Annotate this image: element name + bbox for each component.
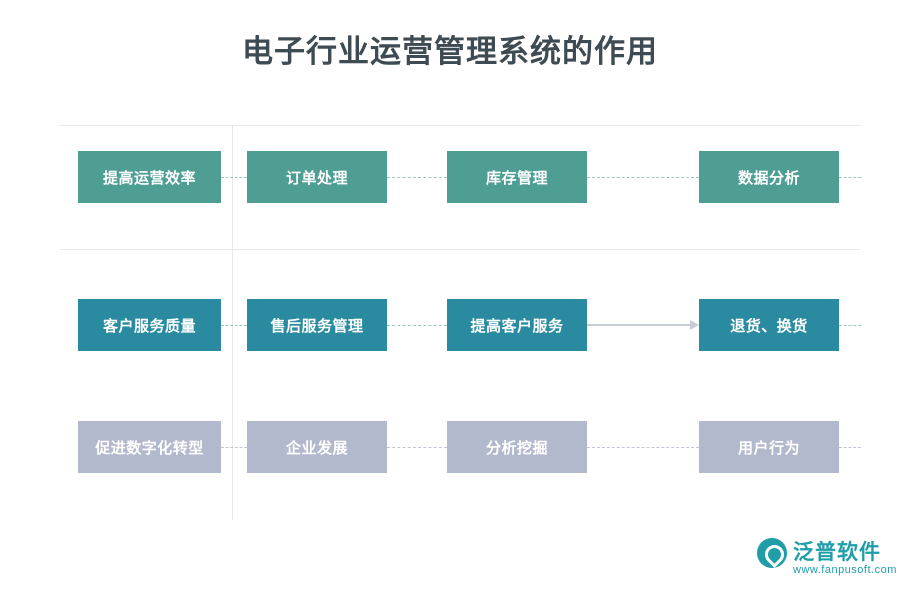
logo-name: 泛普软件 bbox=[793, 541, 881, 564]
node-label: 用户行为 bbox=[737, 439, 800, 457]
connector-row3-d bbox=[839, 447, 861, 448]
connector-row1-a bbox=[221, 177, 247, 178]
divider-top bbox=[60, 125, 860, 126]
node-row2-col1[interactable]: 客户服务质量 bbox=[78, 299, 221, 351]
arrow-row2-head-icon bbox=[690, 320, 699, 330]
node-label: 提高运营效率 bbox=[102, 169, 196, 187]
connector-row3-b bbox=[387, 447, 447, 448]
node-row1-col2[interactable]: 订单处理 bbox=[247, 151, 387, 203]
node-row2-col3[interactable]: 提高客户服务 bbox=[447, 299, 587, 351]
node-row2-col2[interactable]: 售后服务管理 bbox=[247, 299, 387, 351]
divider-middle bbox=[60, 249, 860, 250]
connector-row3-a bbox=[221, 447, 247, 448]
connector-row1-d bbox=[839, 177, 861, 178]
connector-row3-c bbox=[587, 447, 699, 448]
node-label: 退货、换货 bbox=[730, 317, 808, 335]
connector-row1-c bbox=[587, 177, 699, 178]
node-label: 数据分析 bbox=[737, 169, 800, 187]
divider-vertical bbox=[232, 125, 233, 520]
node-label: 客户服务质量 bbox=[102, 317, 196, 335]
connector-row2-a bbox=[221, 325, 247, 326]
logo-url: www.fanpusoft.com bbox=[793, 564, 897, 576]
node-row2-col4[interactable]: 退货、换货 bbox=[699, 299, 839, 351]
brand-logo: 泛普软件 www.fanpusoft.com bbox=[757, 536, 896, 584]
node-row3-col4[interactable]: 用户行为 bbox=[699, 421, 839, 473]
connector-row2-b bbox=[387, 325, 447, 326]
node-label: 订单处理 bbox=[285, 169, 348, 187]
connector-row1-b bbox=[387, 177, 447, 178]
node-row3-col2[interactable]: 企业发展 bbox=[247, 421, 387, 473]
logo-leaf-icon bbox=[757, 538, 787, 568]
node-label: 提高客户服务 bbox=[470, 317, 564, 335]
node-label: 分析挖掘 bbox=[485, 439, 548, 457]
node-row1-col3[interactable]: 库存管理 bbox=[447, 151, 587, 203]
page-title: 电子行业运营管理系统的作用 bbox=[242, 34, 658, 69]
node-row3-col3[interactable]: 分析挖掘 bbox=[447, 421, 587, 473]
node-label: 促进数字化转型 bbox=[95, 439, 204, 457]
connector-row2-d bbox=[839, 325, 861, 326]
node-row1-col1[interactable]: 提高运营效率 bbox=[78, 151, 221, 203]
node-row3-col1[interactable]: 促进数字化转型 bbox=[78, 421, 221, 473]
node-label: 库存管理 bbox=[485, 169, 548, 187]
node-label: 企业发展 bbox=[285, 439, 348, 457]
node-row1-col4[interactable]: 数据分析 bbox=[699, 151, 839, 203]
arrow-row2-line bbox=[587, 324, 690, 326]
node-label: 售后服务管理 bbox=[270, 317, 364, 335]
